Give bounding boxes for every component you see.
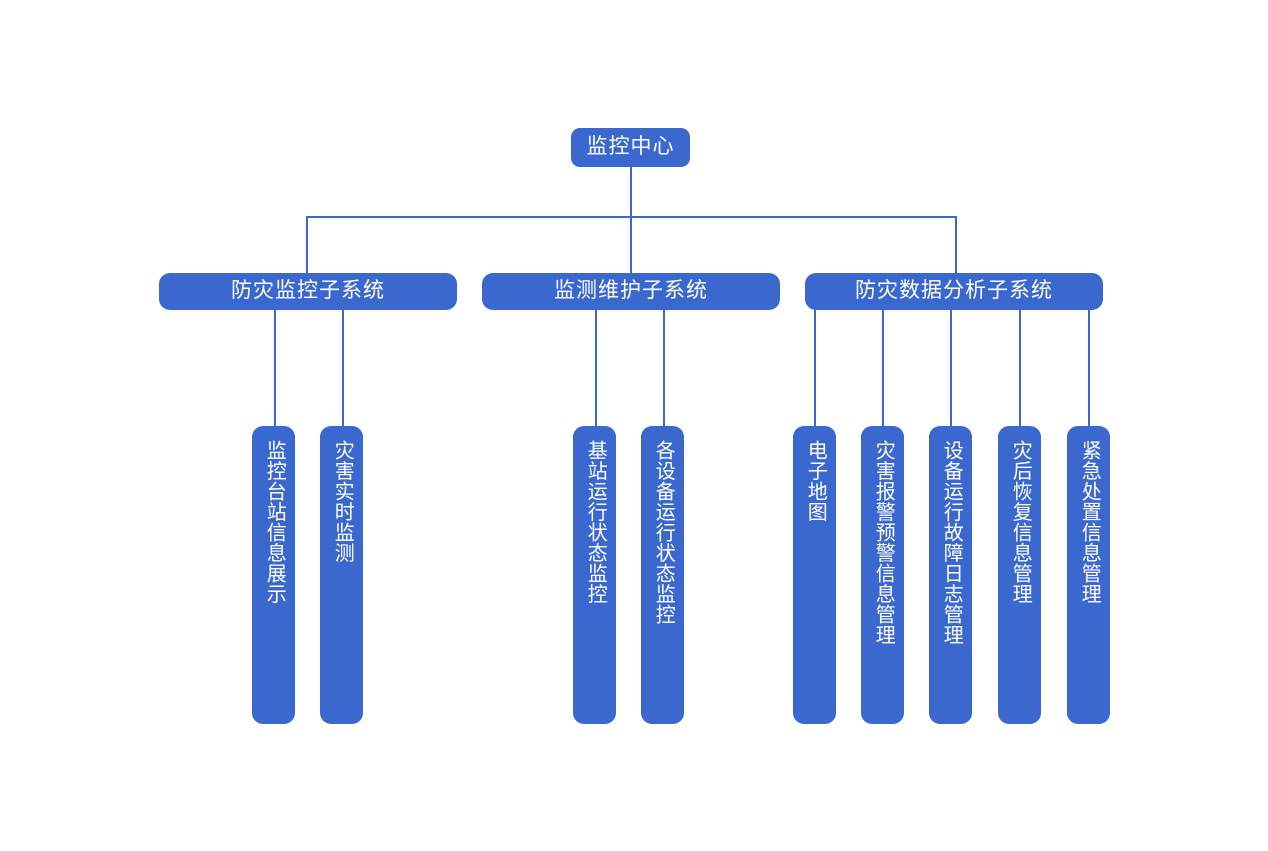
connector-branch-3-to-leaf-2 [882,310,884,426]
leaf-node-label: 监控台站信息展示 [263,440,286,604]
root-node-label: 监控中心 [586,135,675,159]
root-node-monitoring-center[interactable]: 监控中心 [571,128,690,167]
connector-branch-3-to-leaf-4 [1019,310,1021,426]
connector-bus-to-branch-1 [306,216,308,273]
leaf-node-emergency-response-info-management[interactable]: 紧急处置信息管理 [1067,426,1110,724]
connector-branch-2-to-leaf-1 [595,310,597,426]
connector-branch-3-to-leaf-1 [814,310,816,426]
branch-node-1-label: 防灾监控子系统 [231,279,385,303]
leaf-node-electronic-map[interactable]: 电子地图 [793,426,836,724]
connector-branch-3-to-leaf-5 [1088,310,1090,426]
leaf-node-label: 灾后恢复信息管理 [1009,440,1032,604]
leaf-node-label: 设备运行故障日志管理 [940,440,963,645]
leaf-node-post-disaster-recovery-info-management[interactable]: 灾后恢复信息管理 [998,426,1041,724]
leaf-node-label: 紧急处置信息管理 [1078,440,1101,604]
branch-node-2-label: 监测维护子系统 [554,279,708,303]
leaf-node-realtime-disaster-monitoring[interactable]: 灾害实时监测 [320,426,363,724]
leaf-node-label: 灾害报警预警信息管理 [872,440,895,645]
leaf-node-station-info-display[interactable]: 监控台站信息展示 [252,426,295,724]
connector-branch-2-to-leaf-2 [663,310,665,426]
branch-node-3-data-analysis-subsystem[interactable]: 防灾数据分析子系统 [805,273,1103,310]
leaf-node-base-station-status-monitoring[interactable]: 基站运行状态监控 [573,426,616,724]
connector-branch-1-to-leaf-2 [342,310,344,426]
connector-bus-to-branch-3 [955,216,957,273]
connector-branch-3-to-leaf-3 [950,310,952,426]
leaf-node-device-status-monitoring[interactable]: 各设备运行状态监控 [641,426,684,724]
leaf-node-disaster-alarm-info-management[interactable]: 灾害报警预警信息管理 [861,426,904,724]
branch-node-3-label: 防灾数据分析子系统 [855,279,1053,303]
connector-bus-to-branch-2 [630,216,632,273]
leaf-node-label: 灾害实时监测 [331,440,354,563]
leaf-node-label: 电子地图 [804,440,827,522]
leaf-node-label: 基站运行状态监控 [584,440,607,604]
leaf-node-label: 各设备运行状态监控 [652,440,675,625]
connector-branch-1-to-leaf-1 [274,310,276,426]
branch-node-2-maintenance-subsystem[interactable]: 监测维护子系统 [482,273,780,310]
leaf-node-device-fault-log-management[interactable]: 设备运行故障日志管理 [929,426,972,724]
connector-root-stem [630,167,632,216]
branch-node-1-disaster-monitoring-subsystem[interactable]: 防灾监控子系统 [159,273,457,310]
